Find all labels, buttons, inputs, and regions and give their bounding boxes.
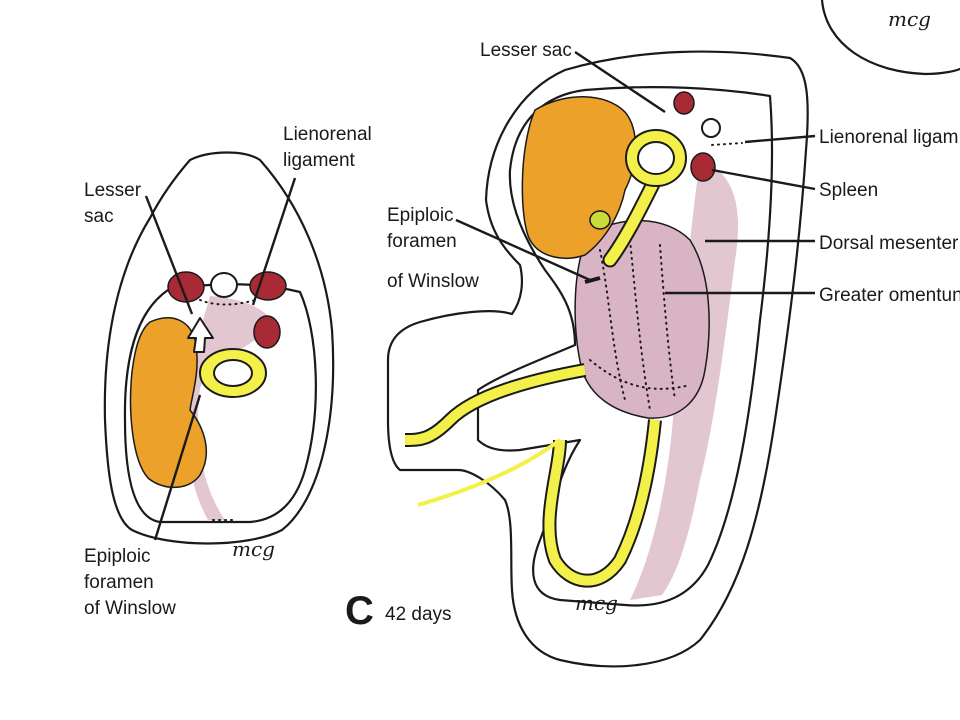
right-leader-lesser-sac bbox=[574, 51, 666, 113]
left-kidney-right bbox=[249, 271, 287, 301]
right-3d-view: Lesser sac Lienorenal ligam Spleen Dorsa… bbox=[345, 40, 960, 668]
right-label-lienorenal: Lienorenal ligam bbox=[819, 127, 958, 148]
right-vessel-top bbox=[673, 91, 695, 115]
right-label-lesser-sac: Lesser sac bbox=[480, 40, 572, 61]
right-greater-omentum bbox=[574, 219, 710, 419]
right-aorta bbox=[701, 118, 721, 138]
left-aorta bbox=[210, 272, 238, 298]
right-gut-tube-fill bbox=[604, 174, 661, 266]
left-label-lienorenal-1: Lienorenal bbox=[283, 124, 372, 145]
left-stomach-lumen bbox=[213, 359, 253, 387]
omentum-fold-3 bbox=[659, 244, 676, 401]
right-label-epiploic-1: Epiploic bbox=[387, 205, 454, 226]
left-kidney-left bbox=[167, 271, 205, 303]
right-outer-body bbox=[386, 50, 809, 668]
left-spleen bbox=[253, 315, 281, 349]
right-pancreas bbox=[589, 210, 611, 230]
left-label-lesser-sac-1: Lesser bbox=[84, 180, 142, 201]
left-leader-lesser-sac bbox=[144, 195, 194, 315]
right-dotted-lienorenal bbox=[711, 142, 743, 146]
left-signature: mcg bbox=[232, 537, 275, 561]
left-label-lienorenal-2: ligament bbox=[283, 150, 356, 171]
left-label-lesser-sac-2: sac bbox=[84, 206, 114, 227]
left-leader-lienorenal bbox=[251, 177, 297, 306]
right-label-spleen: Spleen bbox=[819, 180, 878, 201]
omentum-fold-2 bbox=[629, 239, 651, 411]
right-leader-lienorenal bbox=[744, 134, 816, 144]
left-foramen-arrow bbox=[187, 317, 214, 353]
right-leader-spleen bbox=[711, 168, 816, 191]
right-leader-epiploic bbox=[455, 218, 591, 282]
left-mesentery bbox=[185, 296, 270, 520]
left-label-epiploic-3: of Winslow bbox=[84, 598, 176, 619]
right-inner-cavity bbox=[476, 86, 774, 607]
left-cross-section: Lienorenal ligament Lesser sac Epiploic … bbox=[84, 124, 372, 619]
fragment-signature: mcg bbox=[888, 7, 931, 31]
omentum-fold-4 bbox=[589, 359, 691, 390]
right-colon-line bbox=[417, 438, 562, 507]
panel-age: 42 days bbox=[385, 604, 452, 625]
right-hindgut-fill bbox=[544, 419, 660, 586]
top-right-fragment: mcg bbox=[820, 0, 960, 76]
left-label-epiploic-1: Epiploic bbox=[84, 546, 151, 567]
right-label-dorsal-mesentery: Dorsal mesenter bbox=[819, 233, 959, 254]
right-label-epiploic-3: of Winslow bbox=[387, 271, 479, 292]
right-foramen-marker bbox=[584, 276, 601, 284]
left-inner-cavity bbox=[123, 283, 317, 524]
right-label-epiploic-2: foramen bbox=[387, 231, 457, 252]
left-label-epiploic-2: foramen bbox=[84, 572, 154, 593]
right-label-greater-omentum: Greater omentun bbox=[819, 285, 960, 306]
right-signature: mcg bbox=[575, 591, 618, 615]
left-leader-epiploic bbox=[153, 394, 202, 541]
right-midgut-outer-fill bbox=[404, 365, 586, 445]
omentum-fold-1 bbox=[599, 249, 626, 401]
right-spleen bbox=[690, 152, 716, 182]
panel-letter: C bbox=[345, 589, 374, 633]
left-outer-body-wall bbox=[103, 151, 335, 545]
right-stomach-lumen bbox=[637, 141, 675, 175]
